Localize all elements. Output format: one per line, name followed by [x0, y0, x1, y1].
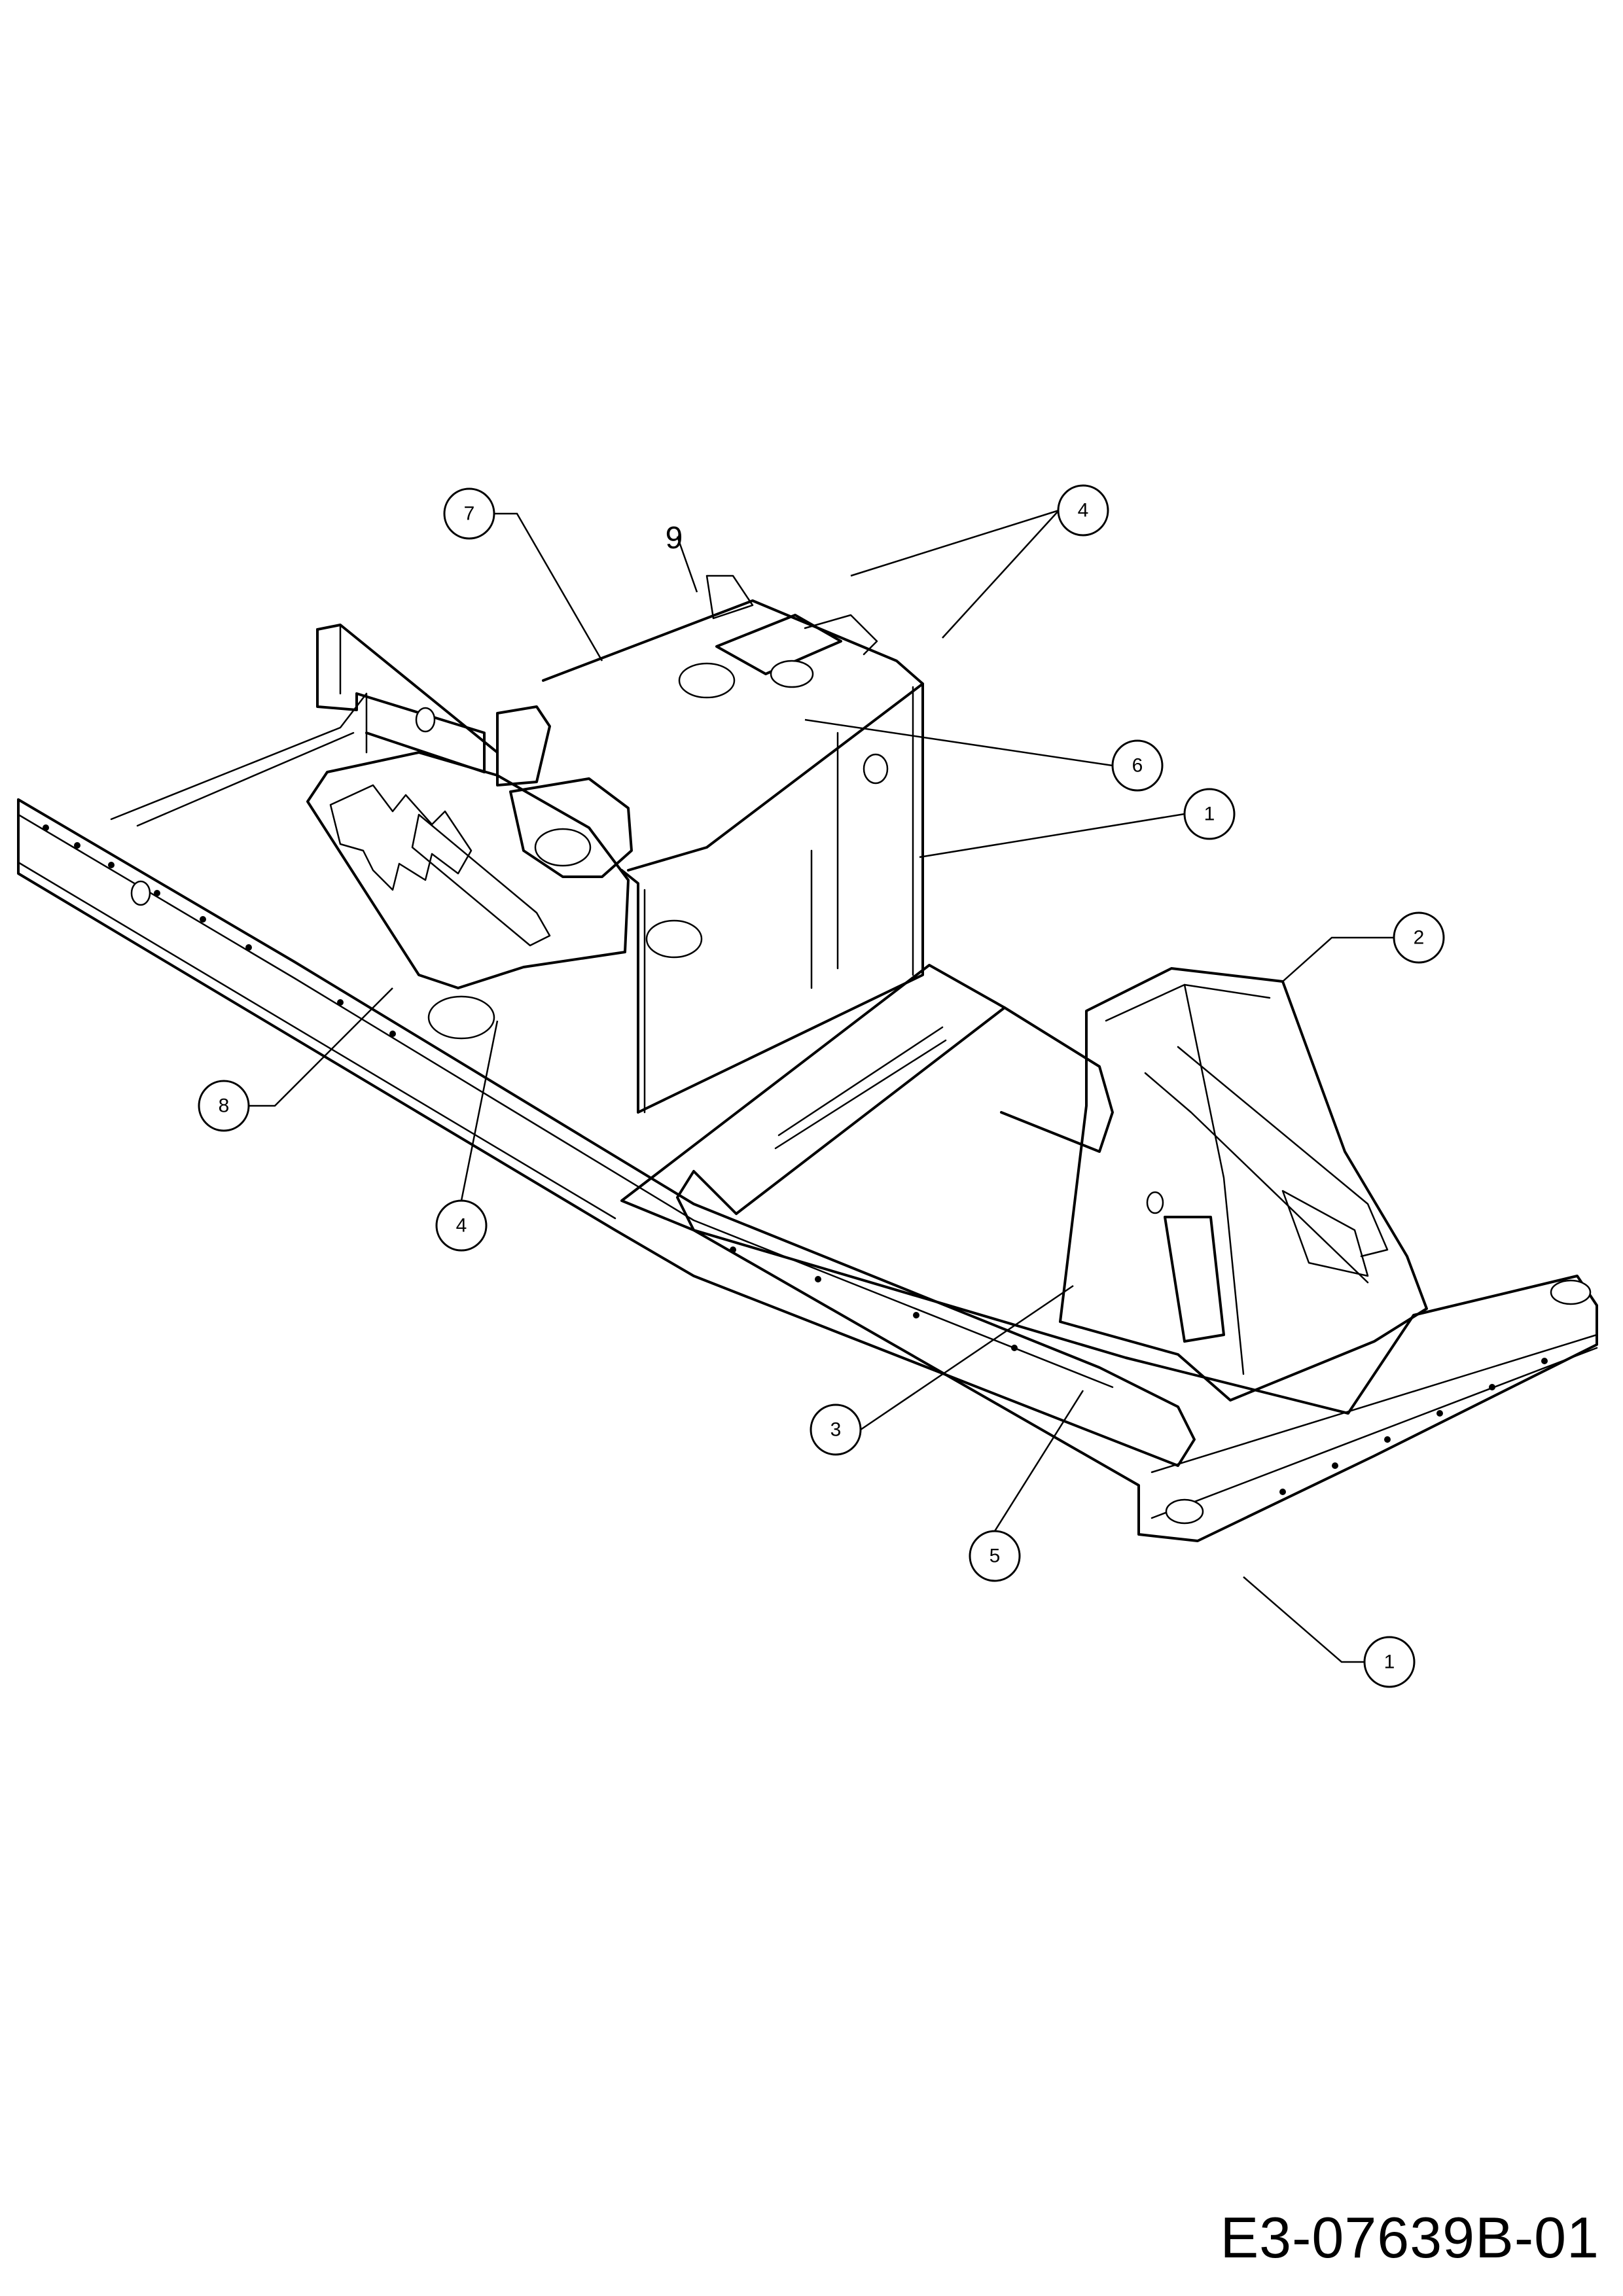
cross-member-plate	[620, 964, 1006, 1231]
right-side-rail	[1000, 1006, 1114, 1153]
svg-text:3: 3	[830, 1419, 842, 1441]
svg-text:1: 1	[1384, 1651, 1395, 1673]
rail-holes	[43, 824, 1548, 1495]
callout-1-bottom: 1	[1363, 1636, 1416, 1688]
callout-6: 6	[1111, 739, 1164, 792]
svg-text:2: 2	[1414, 927, 1425, 949]
callout-3: 3	[810, 1404, 862, 1456]
callout-8: 8	[198, 1080, 250, 1132]
leader-lines	[249, 509, 1394, 1663]
left-side-rail	[17, 798, 1196, 1467]
callout-9: 9	[666, 521, 683, 556]
callout-4-bottom: 4	[435, 1199, 488, 1252]
frame-drawing	[17, 574, 1598, 1542]
svg-text:4: 4	[1078, 500, 1089, 521]
svg-text:1: 1	[1204, 804, 1215, 825]
svg-text:6: 6	[1132, 755, 1143, 777]
drawing-number: E3-07639B-01	[1220, 2205, 1599, 2270]
svg-text:9: 9	[666, 521, 683, 556]
callouts: 7 9 4 6 1 2 8 4 3	[198, 484, 1445, 1688]
callout-5: 5	[969, 1530, 1021, 1582]
seat-bracket-left	[496, 705, 551, 786]
front-axle-bracket	[1059, 967, 1428, 1402]
callout-4-top: 4	[1057, 484, 1109, 537]
svg-text:7: 7	[464, 503, 475, 525]
callout-7: 7	[443, 487, 495, 540]
left-rear-bracket	[316, 628, 486, 773]
callout-2: 2	[1393, 911, 1445, 964]
svg-text:4: 4	[456, 1215, 467, 1237]
center-tower	[542, 599, 924, 1114]
svg-text:8: 8	[219, 1095, 230, 1117]
svg-text:5: 5	[990, 1545, 1001, 1567]
seat-pivot-plate	[306, 751, 630, 989]
callout-1-top: 1	[1183, 788, 1236, 840]
